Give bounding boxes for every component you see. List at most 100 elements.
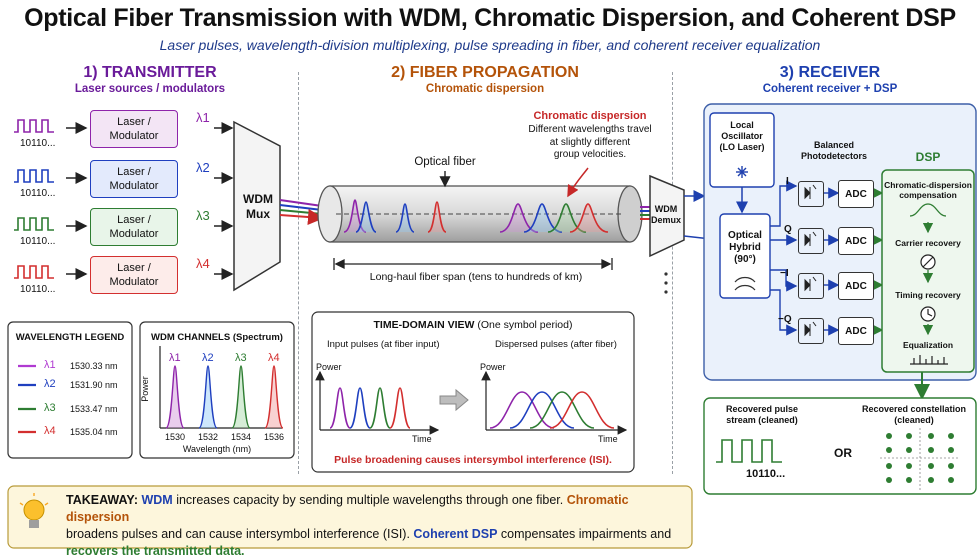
legend-title: WAVELENGTH LEGEND bbox=[15, 332, 125, 343]
spectrum-tick-3: 1534 bbox=[231, 432, 252, 442]
constellation-point bbox=[948, 477, 954, 483]
legend-box bbox=[7, 321, 133, 459]
spectrum-tick-1: 1530 bbox=[165, 432, 186, 442]
constellation-point bbox=[886, 433, 892, 439]
photodiode-glyphs bbox=[804, 184, 817, 337]
recovered-waveform bbox=[716, 439, 782, 463]
dispersed-pulses bbox=[489, 391, 615, 429]
wdm-demux-shape bbox=[649, 174, 685, 258]
spectrum-tick-4: 1536 bbox=[264, 432, 285, 442]
constellation-point bbox=[906, 433, 912, 439]
constellation-point bbox=[906, 447, 912, 453]
time-axes bbox=[315, 370, 628, 435]
laser-modulator-2: Laser /Modulator bbox=[90, 160, 178, 198]
spectrum-peaks bbox=[165, 365, 284, 429]
transmitter-subheading: Laser sources / modulators bbox=[74, 83, 226, 95]
fiber-demux-lines bbox=[640, 206, 650, 220]
section-divider-1 bbox=[298, 72, 299, 474]
tx-arrows bbox=[66, 122, 234, 280]
dsp-step-2: Carrier recovery bbox=[895, 238, 961, 248]
time-transform-arrow bbox=[439, 388, 469, 412]
branch-label-i: I bbox=[786, 176, 789, 187]
constellation-point bbox=[948, 463, 954, 469]
input-pulses-label: Input pulses (at fiber input) bbox=[327, 339, 440, 350]
lambda-3-label: λ3 bbox=[196, 208, 210, 223]
spectrum-title: WDM CHANNELS (Spectrum) bbox=[151, 332, 283, 343]
constellation-point bbox=[886, 447, 892, 453]
constellation-point bbox=[948, 433, 954, 439]
adc-1: ADC bbox=[838, 180, 874, 208]
legend-symbol-4: λ4 bbox=[44, 425, 56, 437]
wdm-mux-shape bbox=[233, 120, 281, 292]
laser-modulator-4: Laser /Modulator bbox=[90, 256, 178, 294]
spectrum-xlabel: Wavelength (nm) bbox=[182, 444, 252, 454]
legend-symbol-3: λ3 bbox=[44, 402, 56, 414]
isi-caption: Pulse broadening causes intersymbol inte… bbox=[334, 454, 612, 466]
time-xlabel-1: Time bbox=[412, 434, 432, 444]
spectrum-peak-1: λ1 bbox=[169, 352, 181, 364]
recovered-bits: 10110... bbox=[746, 468, 786, 480]
constellation-label: Recovered constellation(cleaned) bbox=[861, 404, 967, 425]
dsp-step-1: Chromatic-dispersion compensation bbox=[884, 180, 972, 200]
lambda-2-label: λ2 bbox=[196, 160, 210, 175]
demux-ellipsis bbox=[664, 272, 668, 294]
adc-2: ADC bbox=[838, 227, 874, 255]
fiber-heading: 2) FIBER PROPAGATION bbox=[391, 64, 579, 81]
dsp-title: DSP bbox=[915, 150, 941, 164]
carrier-recovery-icon bbox=[920, 254, 936, 270]
constellation-plot bbox=[880, 428, 960, 490]
constellation-point bbox=[928, 477, 934, 483]
adc-3: ADC bbox=[838, 272, 874, 300]
or-label: OR bbox=[834, 446, 852, 460]
branch-label-minus-q: −Q bbox=[778, 314, 792, 325]
cd-comp-icon bbox=[909, 203, 947, 217]
legend-swatches bbox=[18, 364, 36, 434]
time-ylabel-1: Power bbox=[316, 362, 342, 372]
spectrum-axes bbox=[159, 346, 282, 429]
legend-value-1: 1530.33 nm bbox=[70, 361, 118, 371]
spectrum-box bbox=[139, 321, 295, 459]
constellation-point bbox=[928, 463, 934, 469]
mux-output-lines bbox=[279, 199, 324, 225]
constellation-point bbox=[886, 463, 892, 469]
equalization-icon bbox=[910, 355, 948, 365]
cd-arrow bbox=[567, 167, 589, 198]
timing-recovery-icon bbox=[920, 306, 936, 322]
dsp-step-4: Equalization bbox=[902, 340, 954, 350]
laser-modulator-1: Laser /Modulator bbox=[90, 110, 178, 148]
receiver-heading: 3) RECEIVER bbox=[779, 64, 881, 81]
spectrum-peak-2: λ2 bbox=[202, 352, 214, 364]
span-arrow bbox=[333, 258, 613, 270]
legend-value-4: 1535.04 nm bbox=[70, 427, 118, 437]
time-ylabel-2: Power bbox=[480, 362, 506, 372]
receiver-subheading: Coherent receiver + DSP bbox=[762, 83, 898, 95]
constellation-point bbox=[886, 477, 892, 483]
cd-title: Chromatic dispersion bbox=[533, 110, 647, 122]
tx-bits-3: 10110... bbox=[20, 236, 56, 247]
optical-fiber-label: Optical fiber bbox=[414, 156, 476, 168]
photodetector-3 bbox=[798, 273, 824, 299]
fiber-subheading: Chromatic dispersion bbox=[425, 83, 545, 95]
laser-modulator-3: Laser /Modulator bbox=[90, 208, 178, 246]
lightbulb-icon bbox=[19, 493, 49, 528]
fiber-pulses bbox=[343, 199, 609, 233]
spectrum-ylabel: Power bbox=[139, 376, 150, 402]
optical-fiber-cylinder bbox=[317, 185, 643, 243]
tx-bits-2: 10110... bbox=[20, 188, 56, 199]
section-divider-2 bbox=[672, 72, 673, 474]
constellation-point bbox=[906, 463, 912, 469]
hybrid-pd-lines bbox=[770, 180, 798, 336]
tx-bits-4: 10110... bbox=[20, 284, 56, 295]
spectrum-peak-3: λ3 bbox=[235, 352, 247, 364]
photodetector-1 bbox=[798, 181, 824, 207]
constellation-point bbox=[948, 447, 954, 453]
branch-label-q: Q bbox=[784, 224, 792, 235]
legend-symbol-2: λ2 bbox=[44, 378, 56, 390]
legend-value-2: 1531.90 nm bbox=[70, 380, 118, 390]
dsp-step-3: Timing recovery bbox=[895, 290, 961, 300]
